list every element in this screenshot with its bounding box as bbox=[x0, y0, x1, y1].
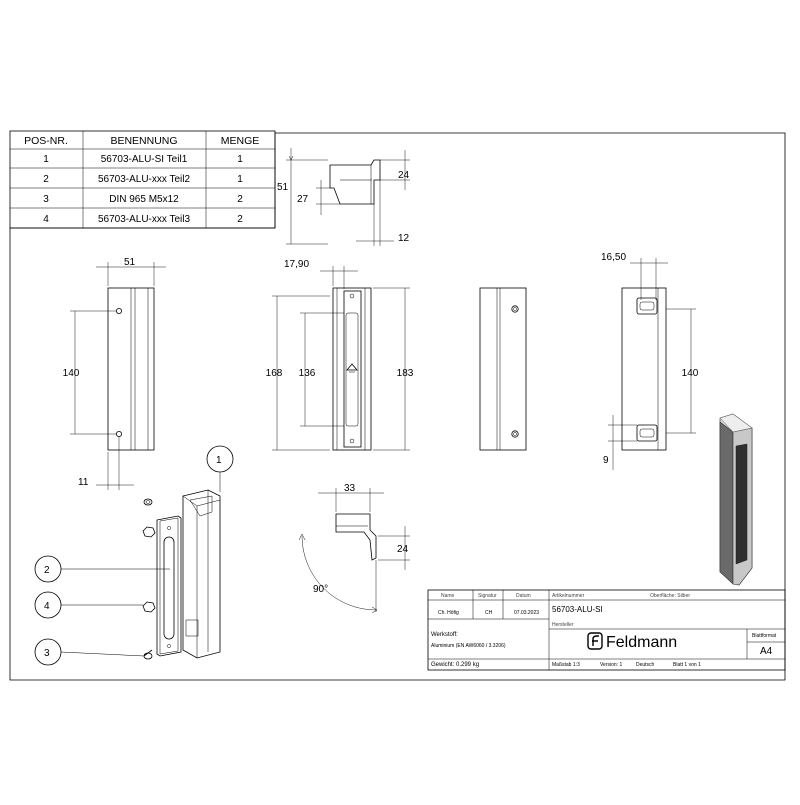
title-werkstoff: Aluminium (EN AW6060 / 3.3206) bbox=[431, 643, 506, 649]
balloon-4: 4 bbox=[44, 601, 50, 612]
parts-table-header-menge: MENGE bbox=[221, 135, 260, 147]
top-view: 51 27 24 12 bbox=[277, 148, 410, 246]
exploded-assembly bbox=[142, 489, 221, 660]
strike-plate bbox=[156, 515, 182, 657]
middle-view: 17,90 168 136 183 bbox=[266, 259, 414, 451]
section-view: 33 24 90° bbox=[298, 483, 410, 614]
title-blatt: Blatt 1 von 1 bbox=[673, 662, 701, 668]
parts-table-cell: 2 bbox=[43, 174, 49, 185]
parts-table: POS-NR. BENENNUNG MENGE 1 56703-ALU-SI T… bbox=[9, 130, 276, 229]
parts-table-cell: 56703-ALU-xxx Teil2 bbox=[98, 174, 191, 185]
dim-section-angle: 90° bbox=[313, 584, 328, 595]
title-artikelnummer: 56703-ALU-SI bbox=[552, 605, 603, 614]
dim-top-51: 51 bbox=[277, 182, 289, 193]
title-name: Ch. Höfig bbox=[438, 610, 459, 616]
company-name: Feldmann bbox=[606, 634, 677, 651]
title-oberflaeche: Oberfläche: Silber bbox=[650, 593, 690, 599]
dim-top-27: 27 bbox=[297, 194, 309, 205]
title-massstab: Maßstab 1:3 bbox=[552, 662, 580, 668]
dim-right-140: 140 bbox=[682, 368, 699, 379]
title-blattformat: A4 bbox=[760, 646, 773, 657]
parts-table-header-pos: POS-NR. bbox=[24, 135, 68, 147]
title-version: Version: 1 bbox=[600, 662, 622, 668]
parts-table-cell: 2 bbox=[237, 194, 243, 205]
title-sprache: Deutsch bbox=[636, 662, 655, 668]
dim-top-12: 12 bbox=[398, 233, 410, 244]
title-werkstoff-label: Werkstoff: bbox=[431, 632, 458, 638]
parts-table-cell: 1 bbox=[237, 174, 243, 185]
parts-table-cell: DIN 965 M5x12 bbox=[109, 194, 179, 205]
balloon-3: 3 bbox=[44, 648, 50, 659]
title-datum: 07.03.2023 bbox=[514, 610, 539, 616]
dim-section-33: 33 bbox=[344, 483, 356, 494]
title-hersteller-label: Hersteller bbox=[552, 622, 574, 628]
title-signatur: CH bbox=[485, 610, 493, 616]
isometric-view bbox=[719, 413, 753, 586]
title-name-label: Name bbox=[441, 593, 455, 599]
housing-part bbox=[182, 489, 221, 659]
parts-table-cell: 56703-ALU-SI Teil1 bbox=[101, 154, 188, 165]
right-view: 16,50 140 9 bbox=[601, 252, 699, 470]
dim-right-16-50: 16,50 bbox=[601, 252, 626, 263]
dim-middle-136: 136 bbox=[299, 368, 316, 379]
nut-top bbox=[142, 526, 156, 538]
dim-top-24: 24 bbox=[398, 170, 410, 181]
parts-table-header-benennung: BENENNUNG bbox=[110, 135, 177, 147]
dim-section-24: 24 bbox=[397, 544, 409, 555]
balloon-2: 2 bbox=[44, 565, 50, 576]
nut-bottom bbox=[142, 601, 156, 613]
title-gewicht: Gewicht: 0.299 kg bbox=[431, 662, 479, 668]
dim-front-51: 51 bbox=[124, 257, 136, 268]
side-view bbox=[479, 287, 527, 451]
dim-middle-183: 183 bbox=[397, 368, 414, 379]
title-artikelnummer-label: Artikelnummer bbox=[552, 593, 585, 599]
title-datum-label: Datum bbox=[516, 593, 531, 599]
title-signatur-label: Signatur bbox=[478, 593, 497, 599]
parts-table-cell: 1 bbox=[237, 154, 243, 165]
balloons: 1 2 4 3 bbox=[34, 445, 234, 666]
parts-table-cell: 2 bbox=[237, 214, 243, 225]
parts-table-cell: 56703-ALU-xxx Teil3 bbox=[98, 214, 191, 225]
balloon-1: 1 bbox=[216, 455, 222, 466]
dim-front-140: 140 bbox=[63, 368, 80, 379]
feldmann-logo-icon bbox=[587, 632, 603, 650]
title-block: Name Signatur Datum Artikelnummer Oberfl… bbox=[427, 589, 786, 671]
screw-top bbox=[143, 498, 153, 506]
parts-table-cell: 1 bbox=[43, 154, 49, 165]
dim-front-11: 11 bbox=[78, 477, 89, 488]
dim-middle-168: 168 bbox=[266, 368, 283, 379]
front-view: 51 140 11 bbox=[63, 257, 166, 490]
dim-middle-17-90: 17,90 bbox=[284, 259, 309, 270]
parts-table-cell: 4 bbox=[43, 214, 49, 225]
parts-table-cell: 3 bbox=[43, 194, 49, 205]
screw-bottom bbox=[143, 649, 153, 660]
dim-right-9: 9 bbox=[603, 455, 609, 466]
title-blattformat-label: Blattformat bbox=[752, 633, 777, 639]
